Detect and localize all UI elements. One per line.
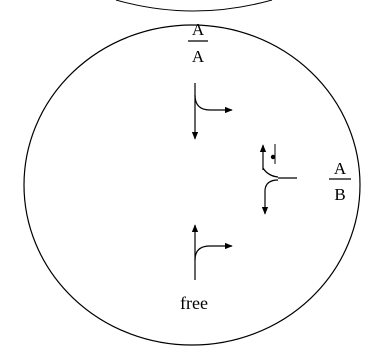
right-fraction-denominator: B — [334, 185, 345, 204]
lower-branch-curve — [194, 245, 211, 261]
upper-circle-arc — [115, 0, 273, 12]
upper-junction — [191, 83, 233, 140]
free-label: free — [180, 293, 208, 313]
upper-branch-curve — [194, 94, 211, 111]
top-fraction-numerator: A — [192, 20, 205, 39]
main-circle — [23, 24, 361, 346]
middle-dot — [270, 154, 276, 160]
middle-curve-lower — [264, 179, 279, 191]
lower-junction — [191, 224, 233, 280]
right-fraction-numerator: A — [334, 159, 347, 178]
middle-curve-upper — [262, 167, 279, 178]
top-fraction-denominator: A — [192, 47, 205, 66]
middle-junction — [259, 144, 297, 215]
